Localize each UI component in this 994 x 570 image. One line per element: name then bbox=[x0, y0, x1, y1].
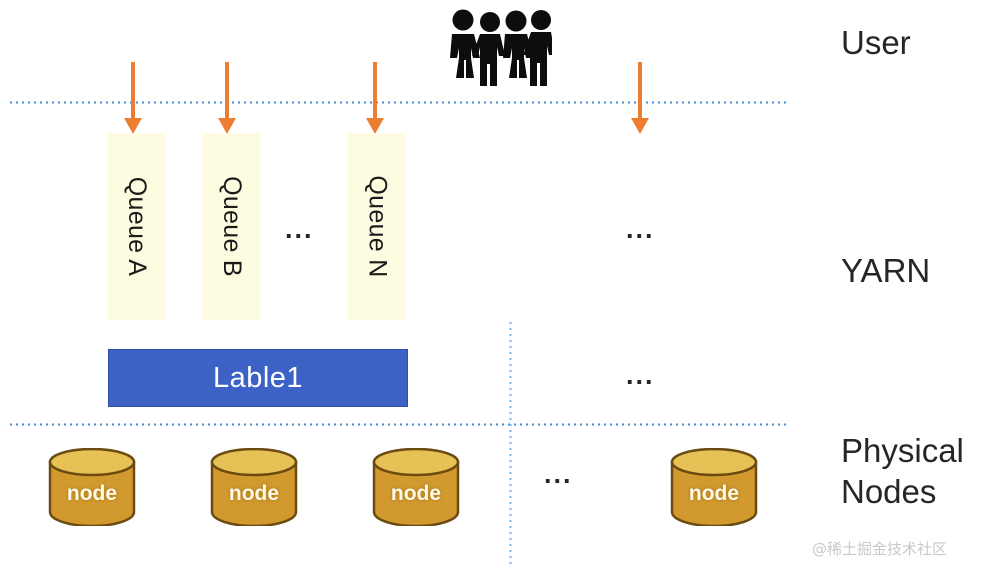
label-bar-text: Lable1 bbox=[212, 361, 304, 394]
arrow-to-queue-b bbox=[218, 62, 236, 134]
queue-n[interactable]: Queue N bbox=[348, 133, 406, 320]
users-group-icon bbox=[446, 8, 555, 93]
arrow-to-queue-n bbox=[366, 62, 384, 134]
queue-n-label: Queue N bbox=[363, 175, 392, 278]
dotted-line-user-yarn bbox=[8, 101, 786, 104]
queue-a-label: Queue A bbox=[123, 176, 152, 277]
arrow-to-queue-a bbox=[124, 62, 142, 134]
ellipsis-between-queues: ... bbox=[285, 214, 314, 244]
arrow-extra-right bbox=[631, 62, 649, 134]
ellipsis-nodes: ... bbox=[544, 459, 573, 489]
queue-a[interactable]: Queue A bbox=[108, 133, 166, 320]
node-1[interactable]: node bbox=[46, 448, 138, 526]
label-bar-lable1[interactable]: Lable1 bbox=[108, 349, 408, 407]
ellipsis-yarn-right: ... bbox=[626, 214, 655, 244]
dotted-line-vertical-divider bbox=[509, 320, 512, 568]
dotted-line-yarn-physical bbox=[8, 423, 786, 426]
tier-label-physical-nodes: Physical Nodes bbox=[841, 432, 964, 511]
node-4[interactable]: node bbox=[668, 448, 760, 526]
node-2[interactable]: node bbox=[208, 448, 300, 526]
ellipsis-label-right: ... bbox=[626, 360, 655, 390]
tier-label-yarn: YARN bbox=[841, 252, 931, 289]
queue-b[interactable]: Queue B bbox=[202, 133, 260, 320]
tier-label-user: User bbox=[841, 24, 911, 61]
watermark: @稀土掘金技术社区 bbox=[812, 540, 948, 558]
queue-b-label: Queue B bbox=[217, 176, 246, 277]
node-3[interactable]: node bbox=[370, 448, 462, 526]
